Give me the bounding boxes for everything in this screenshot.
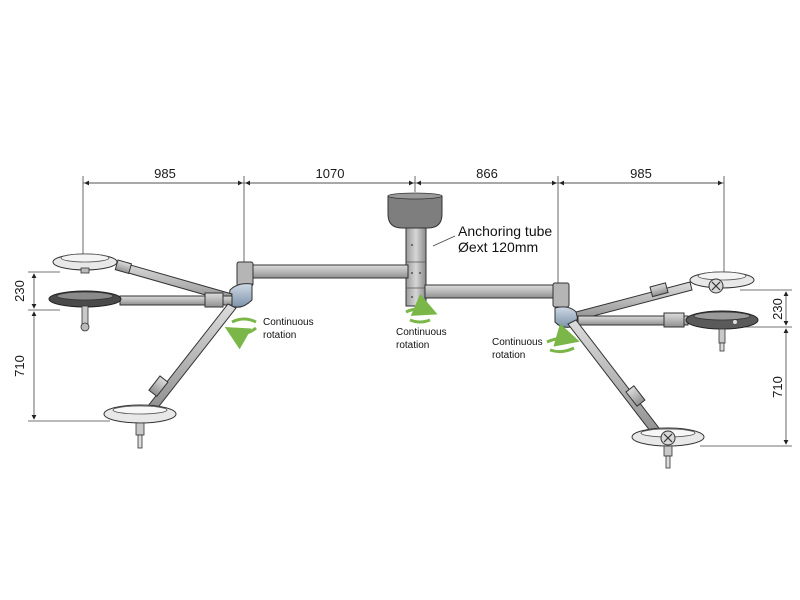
right-spring-arm-upper <box>575 281 693 321</box>
anchoring-tube-leader <box>432 235 456 247</box>
rotation-label-right-1: Continuous <box>492 337 543 348</box>
right-spring-arm-middle <box>577 312 689 328</box>
right-spring-arm-lower <box>567 319 663 437</box>
right-lamp-head-top <box>689 271 755 294</box>
dim-top-866: 866 <box>476 166 498 181</box>
left-spring-arm-lower <box>147 303 237 411</box>
anchoring-tube-label: Anchoring tube <box>458 223 552 239</box>
left-dimension-lines <box>28 271 110 422</box>
ceiling-mount <box>387 192 443 229</box>
left-lamp-head-middle <box>48 290 122 332</box>
dim-top-1070: 1070 <box>316 166 345 181</box>
left-lamp-head-bottom <box>103 404 177 449</box>
dim-top-985-right: 985 <box>630 166 652 181</box>
dim-top-985-left: 985 <box>154 166 176 181</box>
right-lamp-head-middle <box>685 310 759 352</box>
left-joint <box>227 261 254 308</box>
dim-right-710: 710 <box>770 376 785 398</box>
rotation-arrow-left-icon <box>224 317 257 350</box>
main-arm-left <box>249 264 409 279</box>
dim-left-710: 710 <box>12 355 27 377</box>
top-dimension-lines <box>82 176 725 285</box>
dim-right-230: 230 <box>770 298 785 320</box>
rotation-arrow-right-icon <box>546 323 580 354</box>
right-lamp-head-bottom <box>631 427 705 469</box>
rotation-label-left-1: Continuous <box>263 317 314 328</box>
anchoring-tube <box>405 227 427 307</box>
rotation-label-right-2: rotation <box>492 350 525 361</box>
rotation-label-center-2: rotation <box>396 340 429 351</box>
dim-left-230: 230 <box>12 280 27 302</box>
left-lamp-head-top <box>52 253 118 274</box>
left-spring-arm-middle <box>119 292 233 308</box>
rotation-arrow-center-icon <box>405 293 438 324</box>
right-dimension-lines <box>700 289 792 447</box>
rotation-label-left-2: rotation <box>263 330 296 341</box>
main-arm-right <box>424 284 558 299</box>
anchoring-tube-diameter: Øext 120mm <box>458 239 538 255</box>
rotation-label-center-1: Continuous <box>396 327 447 338</box>
